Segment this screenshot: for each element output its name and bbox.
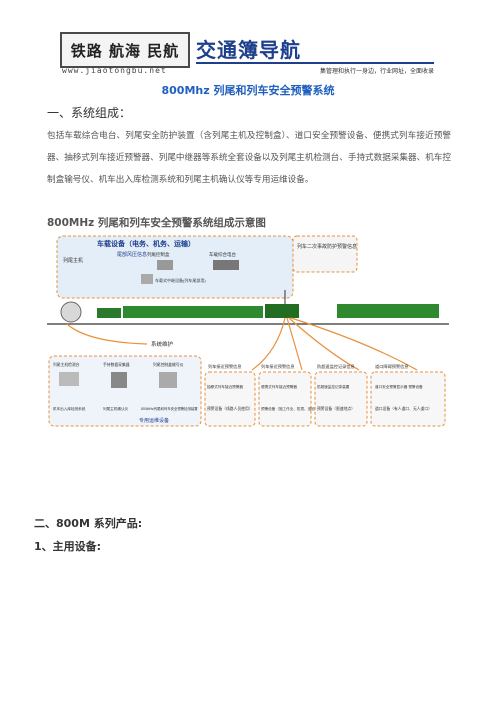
control-box-label: 列尾控制盒 (147, 251, 170, 258)
system-diagram: 车载设备（电务、机务、运输） 尾部风压信息 列尾主机 列尾控制盒 车载综合电台 … (47, 235, 449, 427)
m-item-0: 列尾主机检测台 (53, 362, 80, 367)
relay-label: 车载式中继设备(列车尾部用) (155, 277, 206, 283)
w3-label: 预警设备（限速地点） (317, 406, 355, 411)
brand-title: 交通簿导航 (196, 38, 301, 62)
w1-item: 抽移式列车接近预警器 (207, 384, 243, 389)
section2-heading: 二、800M 系列产品: (34, 517, 143, 530)
m-item-3: 机车出入库检测系统 (53, 406, 86, 411)
document-title: 800Mhz 列尾和列车安全预警系统 (161, 84, 335, 97)
train-cars (123, 306, 263, 318)
locomotive (265, 304, 299, 318)
w1-title: 列车接近预警信息 (208, 363, 242, 370)
maintenance-label: 系统维护 (151, 340, 174, 348)
end-host-label: 列尾主机 (63, 257, 83, 264)
logo-text: 铁路 航海 民航 (70, 41, 180, 60)
w2-label: 预警设备（施工作业、防损、巡检作业） (261, 406, 326, 411)
second-train (337, 304, 439, 318)
w3-item: 防超速监控记录装置 (317, 384, 350, 389)
brand-slogan: 集管理和执行一身边，行业网址，全面收录 (319, 68, 434, 75)
logo-url[interactable]: www.jiaotongbu.net (62, 66, 167, 75)
site-logo[interactable]: 铁路 航海 民航 (60, 32, 190, 68)
w2-title: 列车接近预警信息 (261, 363, 295, 370)
onboard-panel (56, 235, 294, 299)
section1-heading: 一、系统组成： (47, 106, 132, 120)
w4-item: 道口安全预警显示器 预警设备 (375, 384, 423, 389)
w4-title: 道口障碍预警信息 (375, 363, 409, 370)
brand-divider (196, 62, 434, 64)
relay-device (141, 274, 153, 284)
section1-paragraph: 包括车载综合电台、列尾安全防护装置（含列尾主机及控制盒）、道口安全预警设备、便携… (47, 131, 451, 185)
m-item-2: 列尾控制盒输号仪 (153, 362, 184, 367)
diagram-caption: 800MHz 列尾和列车安全预警系统组成示意图 (47, 217, 266, 229)
end-car (97, 308, 121, 318)
radio-label: 车载综合电台 (209, 251, 236, 258)
onboard-sub: 尾部风压信息 (117, 251, 147, 258)
w3-title: 防超速监控记录信息 (317, 363, 355, 370)
onboard-title: 车载设备（电务、机务、运输） (97, 239, 195, 248)
radio-device (213, 260, 239, 270)
section2-subheading: 1、主用设备: (34, 540, 102, 553)
m-item-5: 800MHz列尾和列车安全预警检测装置 (141, 406, 198, 411)
gauge-icon (60, 301, 82, 323)
w4-label: 道口设备（有人道口、无人道口） (375, 406, 432, 411)
site-banner: 铁路 航海 民航 www.jiaotongbu.net 交通簿导航 集管理和执行… (60, 32, 436, 76)
m-item-1: 手持数据采集器 (103, 362, 130, 367)
w1-label: 预警设备（线路人员使用） (207, 406, 253, 411)
w2-item: 便携式列车接近预警器 (261, 384, 297, 389)
train-message: 列车二次事故防护预警信息 (297, 243, 357, 250)
m-item-4: 列尾主机确认仪 (103, 406, 129, 411)
control-box-device (157, 260, 173, 270)
m-title: 专用运维设备 (139, 417, 169, 424)
